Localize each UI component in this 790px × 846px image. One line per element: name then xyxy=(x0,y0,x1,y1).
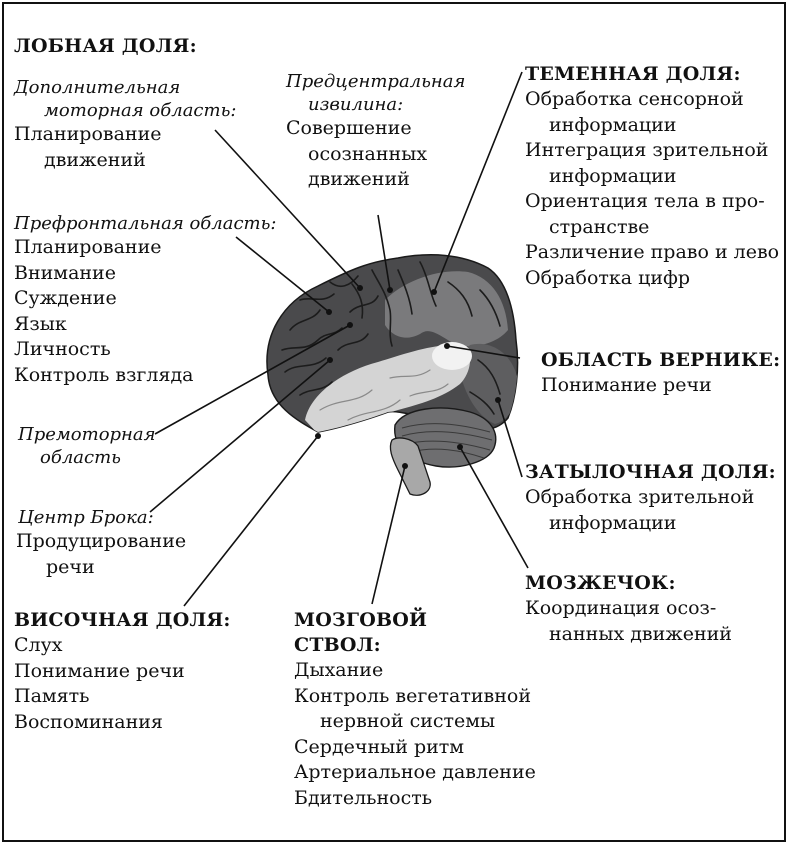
leader-premotor xyxy=(154,324,351,435)
prefrontal-item: Контроль взгляда xyxy=(14,363,194,386)
broca-text-2: речи xyxy=(46,555,95,578)
occipital-line: Обработка зрительной xyxy=(525,486,755,508)
cerebellum-line: нанных движений xyxy=(549,622,732,645)
brainstem-shape xyxy=(389,437,431,496)
prefrontal-item: Внимание xyxy=(14,261,116,284)
sma-label-2: моторная область: xyxy=(44,100,237,121)
temporal-title: ВИСОЧНАЯ ДОЛЯ: xyxy=(14,609,231,631)
occipital-line: информации xyxy=(549,511,677,534)
occipital-block: ЗАТЫЛОЧНАЯ ДОЛЯ: Обработка зрительной ин… xyxy=(525,460,776,536)
prefrontal-item: Планирование xyxy=(14,236,162,258)
frontal-lobe-title: ЛОБНАЯ ДОЛЯ: xyxy=(14,35,197,57)
broca-label: Центр Брока: xyxy=(18,507,154,528)
brainstem-line: Контроль вегетативной xyxy=(294,684,531,707)
parietal-line: Различение право и лево xyxy=(525,241,780,263)
temporal-item: Понимание речи xyxy=(14,659,185,682)
parietal-title: ТЕМЕННАЯ ДОЛЯ: xyxy=(525,63,741,85)
brainstem-line: Артериальное давление xyxy=(294,761,536,783)
prefrontal-label: Префронтальная область: xyxy=(14,213,277,234)
broca-text-1: Продуцирование xyxy=(16,530,187,552)
temporal-item: Слух xyxy=(14,634,63,656)
cerebellum-line: Координация осоз- xyxy=(525,597,717,619)
parietal-block: ТЕМЕННАЯ ДОЛЯ: Обработка сенсорной инфор… xyxy=(525,62,779,291)
temporal-item: Воспоминания xyxy=(14,710,163,733)
prefrontal-item: Личность xyxy=(14,338,111,360)
cerebellum-title: МОЗЖЕЧОК: xyxy=(525,572,676,594)
cerebellum-block: МОЗЖЕЧОК: Координация осоз- нанных движе… xyxy=(525,571,732,647)
precentral-text-2: осознанных xyxy=(308,142,428,165)
brainstem-line: Дыхание xyxy=(294,659,384,681)
leader-cerebellum xyxy=(459,446,529,569)
leader-endpoints xyxy=(315,285,501,469)
premotor-label-2: область xyxy=(40,447,121,468)
occipital-title: ЗАТЫЛОЧНАЯ ДОЛЯ: xyxy=(525,461,776,483)
leader-parietal xyxy=(433,71,523,293)
temporal-block: ВИСОЧНАЯ ДОЛЯ: Слух Понимание речи Памят… xyxy=(14,608,231,735)
prefrontal-item: Язык xyxy=(14,312,67,335)
parietal-region xyxy=(385,271,508,347)
brainstem-line: Бдительность xyxy=(294,786,433,809)
sma-text-2: движений xyxy=(44,148,146,171)
leader-occipital xyxy=(497,399,523,478)
occipital-region xyxy=(461,343,518,424)
leader-brainstem xyxy=(371,465,406,605)
brainstem-block: МОЗГОВОЙ СТВОЛ: Дыхание Контроль вегетат… xyxy=(294,608,536,811)
broca-block: Центр Брока: Продуцирование речи xyxy=(16,506,187,580)
precentral-label-1: Предцентральная xyxy=(286,71,466,92)
leader-prefrontal xyxy=(235,236,330,313)
parietal-line: информации xyxy=(549,113,677,136)
parietal-line: Обработка сенсорной xyxy=(525,88,744,110)
precentral-text-1: Совершение xyxy=(286,117,412,139)
leader-precentral xyxy=(377,214,391,291)
parietal-line: странстве xyxy=(549,215,650,238)
prefrontal-block: Префронтальная область: Планирование Вни… xyxy=(14,212,277,388)
wernicke-block: ОБЛАСТЬ ВЕРНИКЕ: Понимание речи xyxy=(541,348,780,399)
frontal-lobe-block: ЛОБНАЯ ДОЛЯ: xyxy=(14,34,197,59)
wernicke-line: Понимание речи xyxy=(541,374,712,396)
parietal-line: Интеграция зрительной xyxy=(525,139,769,161)
leader-temporal xyxy=(183,435,319,607)
temporal-item: Память xyxy=(14,685,90,707)
premotor-block: Премоторная область xyxy=(18,423,156,469)
sma-label-1: Дополнительная xyxy=(14,77,181,98)
prefrontal-item: Суждение xyxy=(14,287,117,309)
leader-broca xyxy=(149,359,331,513)
precentral-label-2: извилина: xyxy=(308,94,404,115)
brainstem-title-2: СТВОЛ: xyxy=(294,634,381,656)
brainstem-title-1: МОЗГОВОЙ xyxy=(294,609,428,631)
parietal-line: Обработка цифр xyxy=(525,266,691,289)
sma-block: Дополнительная моторная область: Планиро… xyxy=(14,76,236,173)
wernicke-title: ОБЛАСТЬ ВЕРНИКЕ: xyxy=(541,349,781,371)
parietal-line: Ориентация тела в про- xyxy=(525,190,765,212)
brainstem-line: нервной системы xyxy=(320,710,496,732)
precentral-text-3: движений xyxy=(308,168,410,190)
parietal-line: информации xyxy=(549,164,677,187)
leader-lines xyxy=(149,71,529,607)
precentral-block: Предцентральная извилина: Совершение осо… xyxy=(286,70,465,193)
sma-text-1: Планирование xyxy=(14,123,162,145)
temporal-region xyxy=(305,345,470,432)
brainstem-line: Сердечный ритм xyxy=(294,735,465,758)
leader-sma xyxy=(214,129,361,289)
premotor-label-1: Премоторная xyxy=(18,424,156,445)
leader-wernicke xyxy=(446,345,521,359)
